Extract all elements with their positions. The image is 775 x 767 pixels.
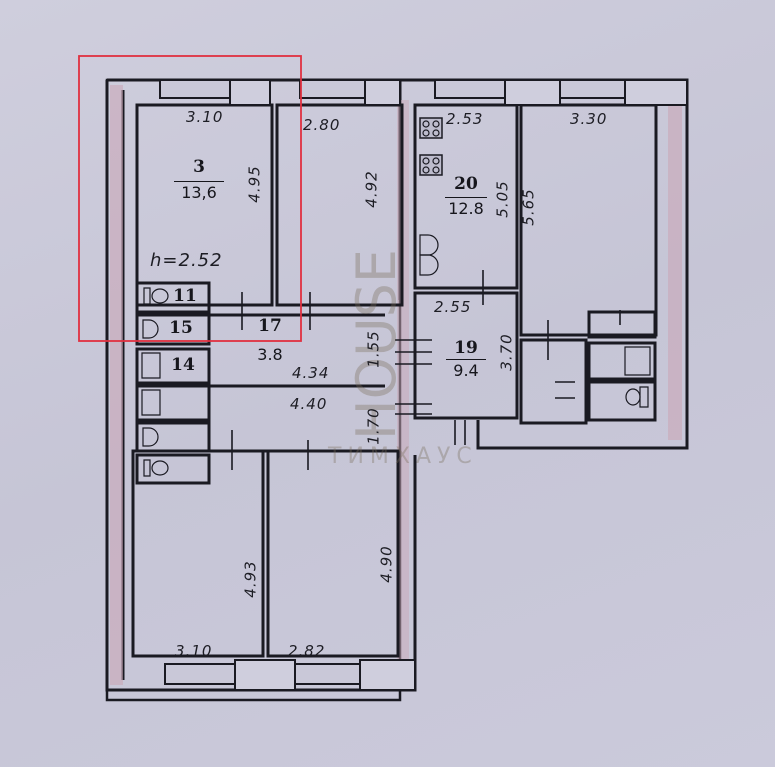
- room-f-length: 4.90: [377, 545, 396, 583]
- corridor-dim-1: 4.34: [292, 364, 330, 382]
- corridor-dim-4: 1.70: [364, 407, 383, 445]
- room-17-id: 17: [258, 316, 282, 336]
- room-20-length: 5.05: [493, 180, 512, 218]
- room-3-id: 3: [193, 157, 205, 177]
- room-d-length: 5.65: [519, 188, 538, 226]
- ceiling-height: h=2.52: [150, 250, 223, 271]
- room-b-length: 4.92: [362, 170, 381, 208]
- corridor-dim-2: 4.40: [290, 395, 328, 413]
- room-15-id: 15: [169, 318, 193, 338]
- room-19-width: 2.55: [434, 298, 472, 316]
- room-20-width: 2.53: [446, 110, 484, 128]
- room-e-width: 3.10: [175, 642, 213, 660]
- watermark-caption: ТИМХАУС: [328, 444, 478, 469]
- room-e-length: 4.93: [241, 560, 260, 598]
- room-19-area: 9.4: [446, 359, 486, 380]
- corridor-dim-3: 1.55: [364, 330, 383, 368]
- room-19-id: 19: [454, 338, 478, 358]
- room-3-area: 13,6: [174, 181, 224, 202]
- room-3-length: 4.95: [245, 165, 264, 203]
- room-20-id: 20: [454, 174, 478, 194]
- room-20-area: 12.8: [445, 197, 487, 218]
- room-14-id: 14: [171, 355, 195, 375]
- room-3-width: 3.10: [186, 108, 224, 126]
- room-d-width: 3.30: [570, 110, 608, 128]
- room-11-id: 11: [173, 286, 197, 306]
- room-19-length: 3.70: [497, 333, 516, 371]
- room-17-area: 3.8: [257, 345, 283, 364]
- room-b-width: 2.80: [303, 116, 341, 134]
- room-f-width: 2.82: [288, 642, 326, 660]
